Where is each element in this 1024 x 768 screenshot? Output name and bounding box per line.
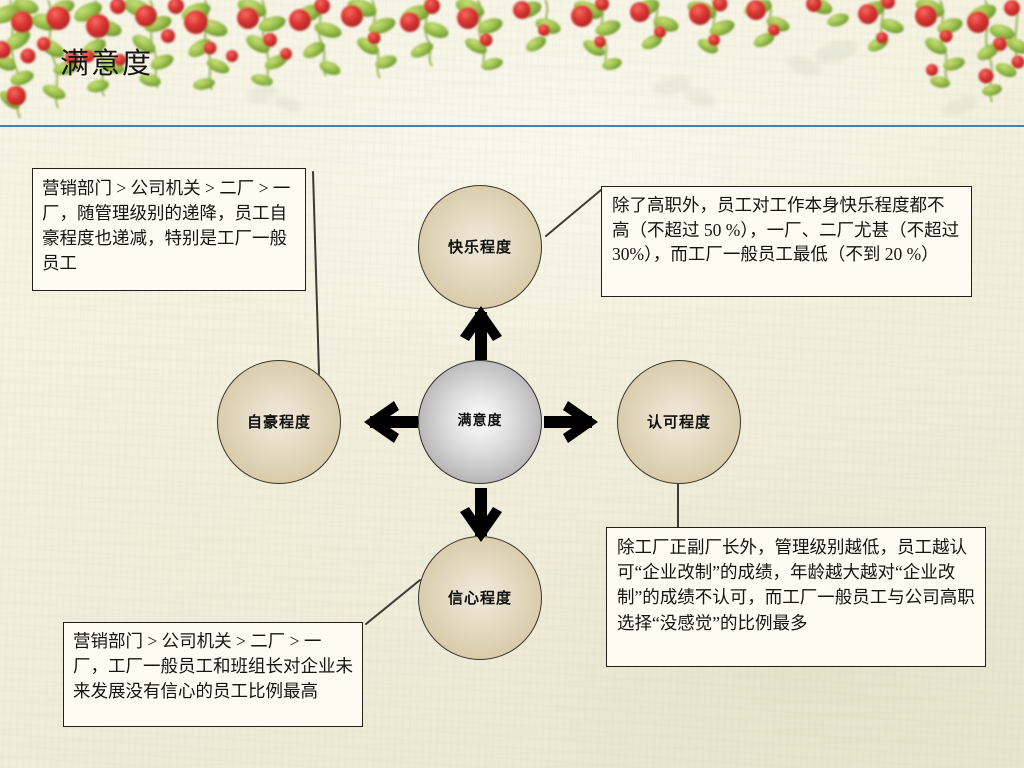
- node-recognition[interactable]: 认可程度: [617, 360, 741, 484]
- node-pride[interactable]: 自豪程度: [217, 360, 341, 484]
- callout-recognition: 除工厂正副厂长外，管理级别越低，员工越认可“企业改制”的成绩，年龄越大越对“企业…: [606, 527, 986, 667]
- node-label: 满意度: [457, 413, 503, 430]
- callout-happiness: 除了高职外，员工对工作本身快乐程度都不高（不超过 50 %），一厂、二厂尤甚（不…: [601, 186, 972, 297]
- callout-text: 营销部门 > 公司机关 > 二厂 > 一厂，随管理级别的递降，员工自豪程度也递减…: [42, 178, 291, 273]
- callout-text: 营销部门 > 公司机关 > 二厂 > 一厂，工厂一般员工和班组长对企业未来发展没…: [73, 631, 353, 701]
- node-satisfaction-center[interactable]: 满意度: [418, 360, 542, 484]
- floral-garland-top-border: [0, 0, 1024, 119]
- node-confidence[interactable]: 信心程度: [418, 536, 542, 660]
- node-label: 自豪程度: [246, 412, 311, 431]
- node-label: 快乐程度: [447, 237, 512, 256]
- hub-and-spoke-diagram: 快乐程度 自豪程度 认可程度 信心程度 满意度: [0, 128, 1024, 768]
- callout-pride: 营销部门 > 公司机关 > 二厂 > 一厂，随管理级别的递降，员工自豪程度也递减…: [32, 168, 306, 291]
- callout-text: 除工厂正副厂长外，管理级别越低，员工越认可“企业改制”的成绩，年龄越大越对“企业…: [617, 537, 975, 633]
- page-title: 满意度: [60, 46, 154, 80]
- node-label: 认可程度: [646, 412, 711, 431]
- callout-text: 除了高职外，员工对工作本身快乐程度都不高（不超过 50 %），一厂、二厂尤甚（不…: [612, 195, 960, 264]
- title-divider-rule: [0, 125, 1024, 127]
- node-happiness[interactable]: 快乐程度: [418, 185, 542, 309]
- callout-confidence: 营销部门 > 公司机关 > 二厂 > 一厂，工厂一般员工和班组长对企业未来发展没…: [63, 622, 363, 727]
- node-label: 信心程度: [447, 588, 512, 607]
